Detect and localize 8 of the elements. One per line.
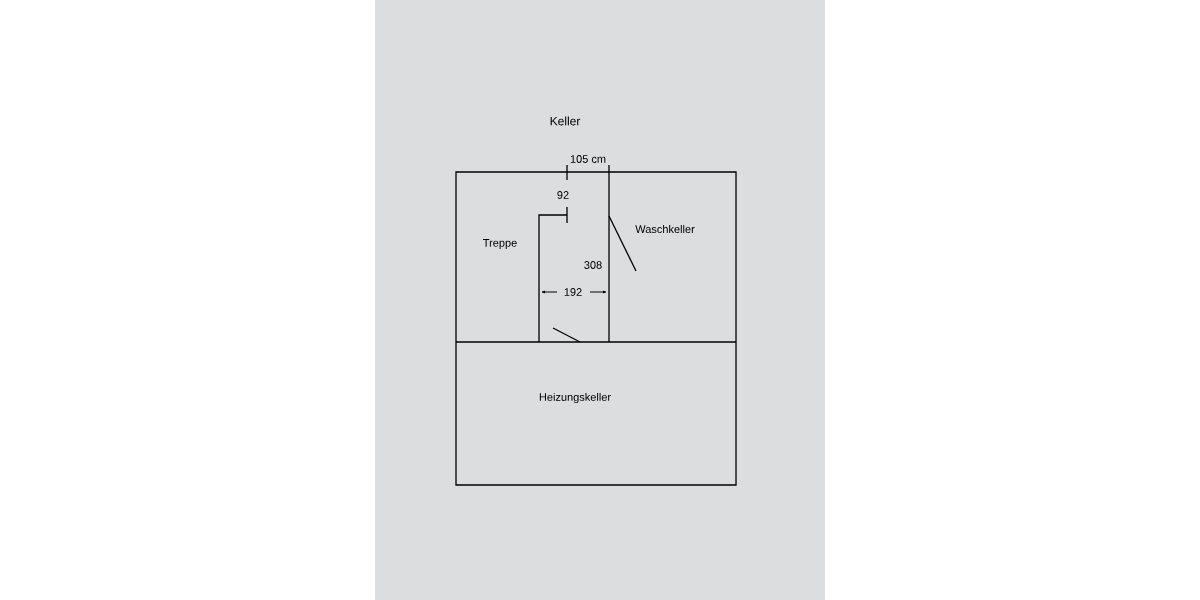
- dimension-label: 308: [584, 261, 602, 269]
- dimension-label: 105 cm: [570, 155, 606, 163]
- dimension-label: 192: [564, 288, 582, 296]
- dimension-label: 92: [557, 191, 569, 199]
- room-label: Waschkeller: [635, 224, 695, 234]
- title: Keller: [550, 116, 581, 126]
- room-label: Treppe: [483, 239, 517, 249]
- room-label: Heizungskeller: [539, 392, 611, 404]
